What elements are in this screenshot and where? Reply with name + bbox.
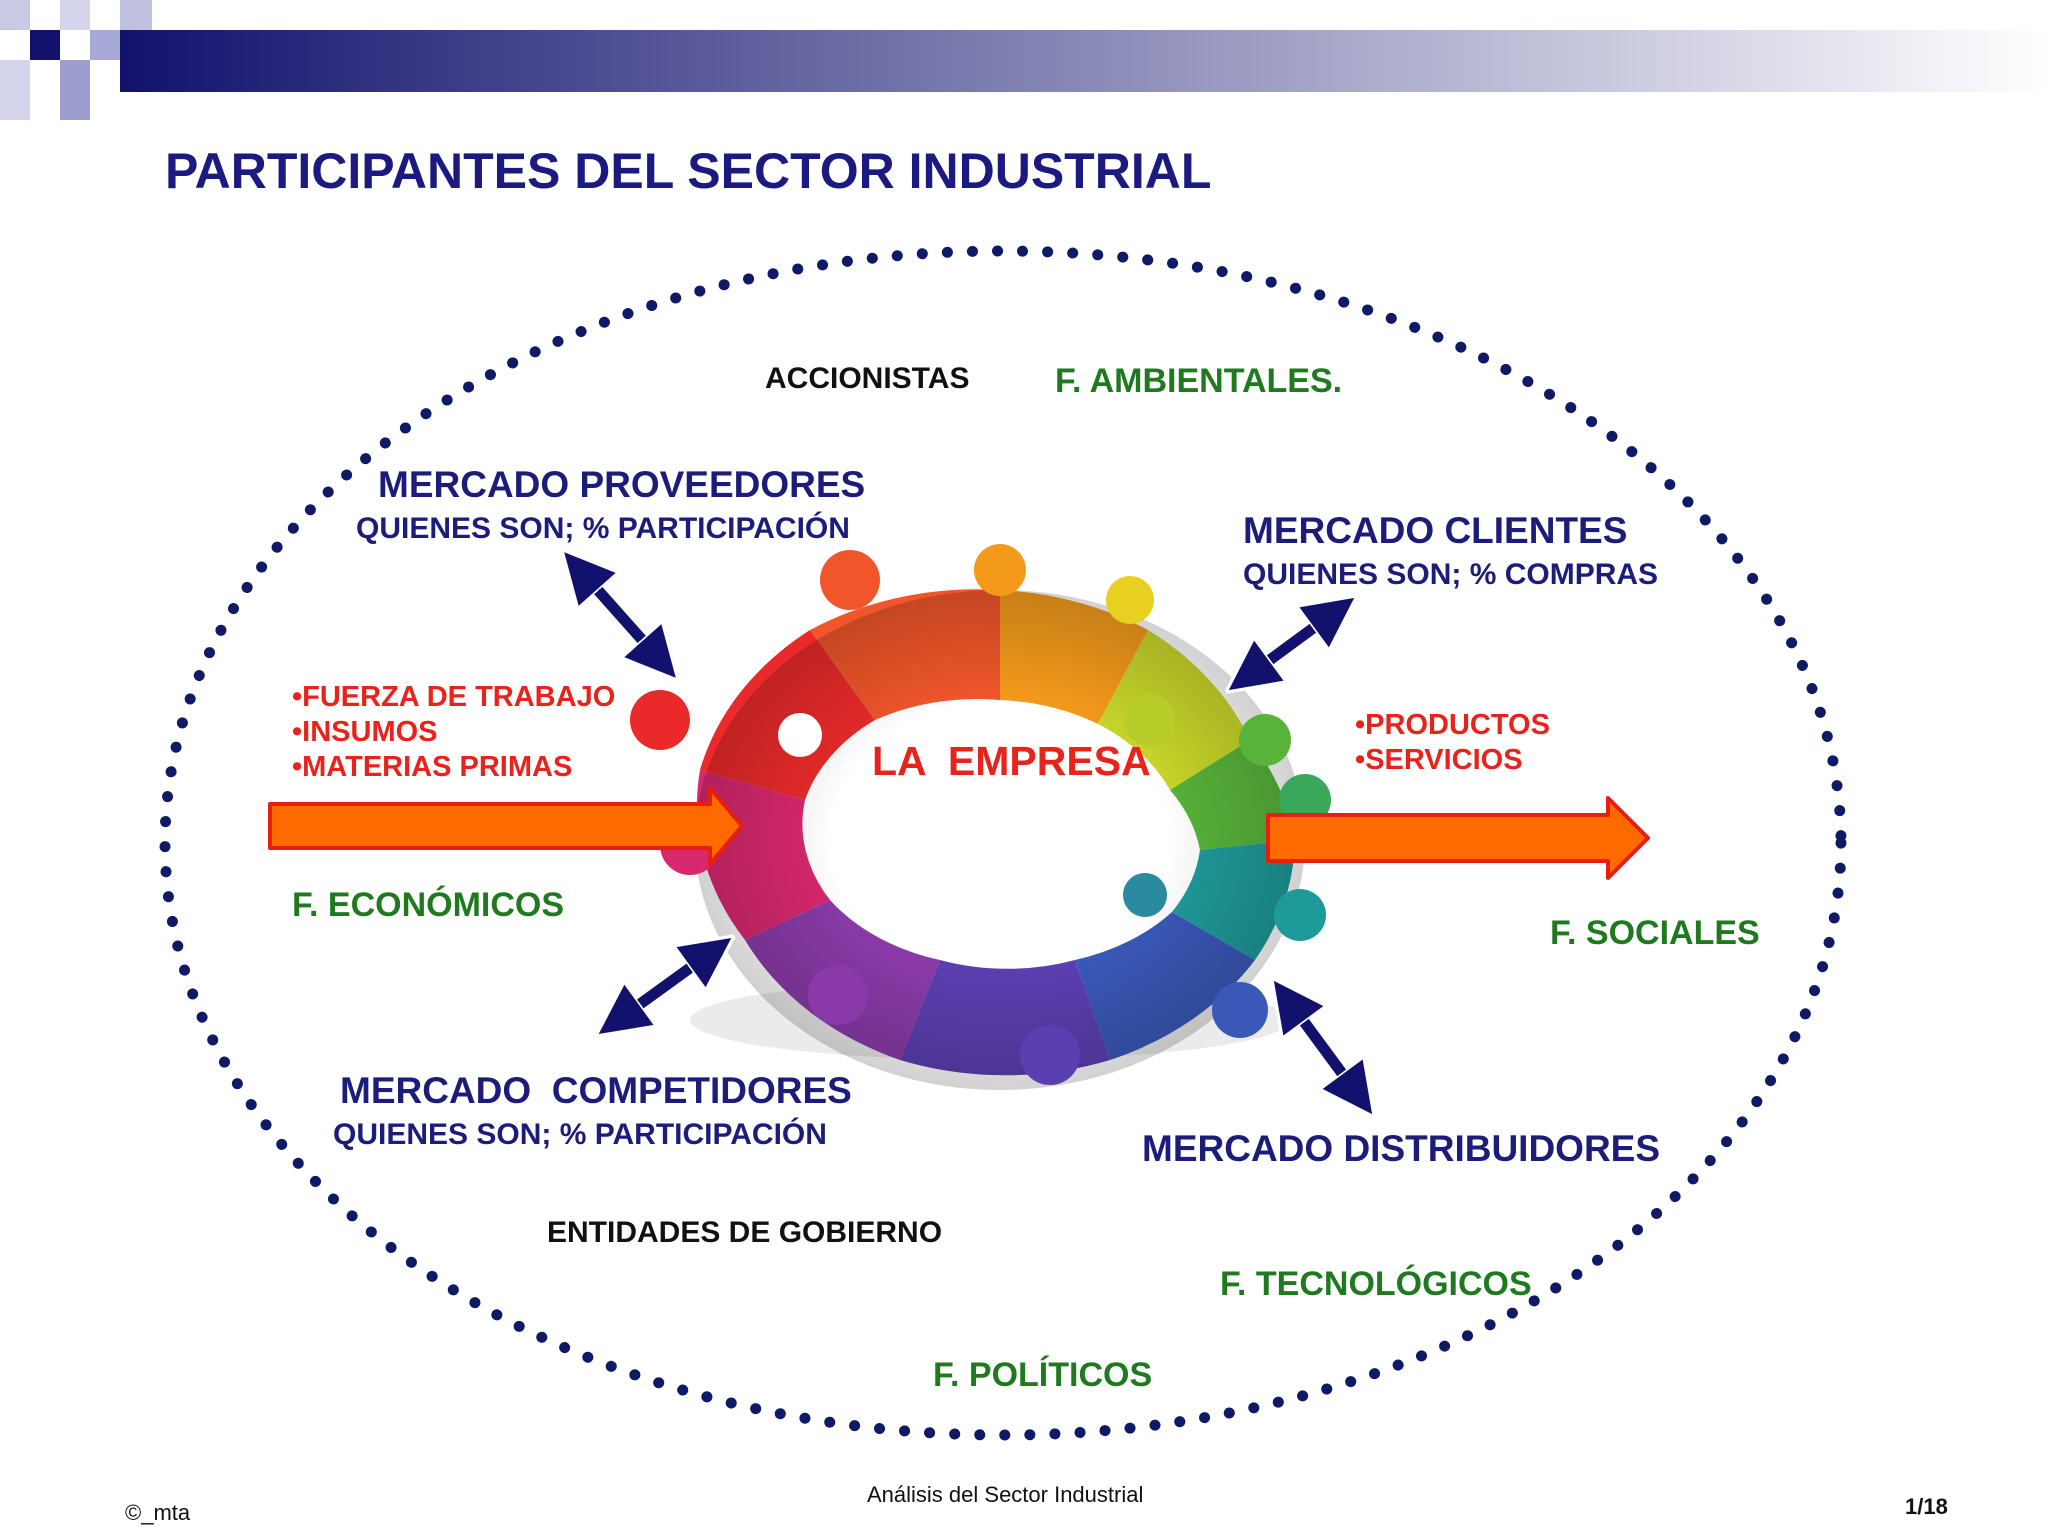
double-arrow-icon — [1288, 1000, 1358, 1095]
factor-tecnologicos: F. TECNOLÓGICOS — [1220, 1265, 1532, 1303]
output-item: •PRODUCTOS — [1355, 709, 1550, 741]
distribuidores-title: MERCADO DISTRIBUIDORES — [1142, 1128, 1661, 1169]
factor-politicos: F. POLÍTICOS — [933, 1356, 1153, 1394]
header-decoration — [0, 0, 2048, 120]
factor-economicos: F. ECONÓMICOS — [292, 886, 565, 924]
label-accionistas: ACCIONISTAS — [765, 362, 970, 395]
clientes-subtitle: QUIENES SON; % COMPRAS — [1243, 558, 1659, 591]
flow-arrow-icon — [268, 786, 744, 866]
inputs-list: •FUERZA DE TRABAJO •INSUMOS •MATERIAS PR… — [292, 680, 615, 785]
output-item: •SERVICIOS — [1355, 744, 1523, 776]
proveedores-title: MERCADO PROVEEDORES — [378, 464, 866, 505]
factor-ambientales: F. AMBIENTALES. — [1055, 362, 1343, 400]
input-item: •MATERIAS PRIMAS — [292, 751, 573, 783]
proveedores-subtitle: QUIENES SON; % PARTICIPACIÓN — [356, 512, 850, 545]
footer-page-number: 1/18 — [1905, 1494, 1948, 1519]
double-arrow-icon — [1248, 612, 1335, 676]
footer-subject: Análisis del Sector Industrial — [867, 1482, 1144, 1507]
double-arrow-icon — [580, 570, 660, 660]
label-gobierno: ENTIDADES DE GOBIERNO — [547, 1216, 943, 1249]
outputs-list: •PRODUCTOS •SERVICIOS — [1355, 708, 1550, 778]
input-item: •INSUMOS — [292, 716, 438, 748]
factor-sociales: F. SOCIALES — [1550, 914, 1760, 952]
double-arrow-icon — [618, 952, 712, 1020]
flow-arrow-icon — [1266, 796, 1650, 880]
empresa-label: LA EMPRESA — [872, 738, 1151, 784]
clientes-title: MERCADO CLIENTES — [1243, 510, 1628, 551]
footer-copyright: ©_mta — [125, 1500, 191, 1525]
page-title: PARTICIPANTES DEL SECTOR INDUSTRIAL — [165, 143, 1212, 199]
competidores-title: MERCADO COMPETIDORES — [340, 1070, 852, 1111]
competidores-subtitle: QUIENES SON; % PARTICIPACIÓN — [333, 1118, 827, 1151]
input-item: •FUERZA DE TRABAJO — [292, 681, 616, 713]
